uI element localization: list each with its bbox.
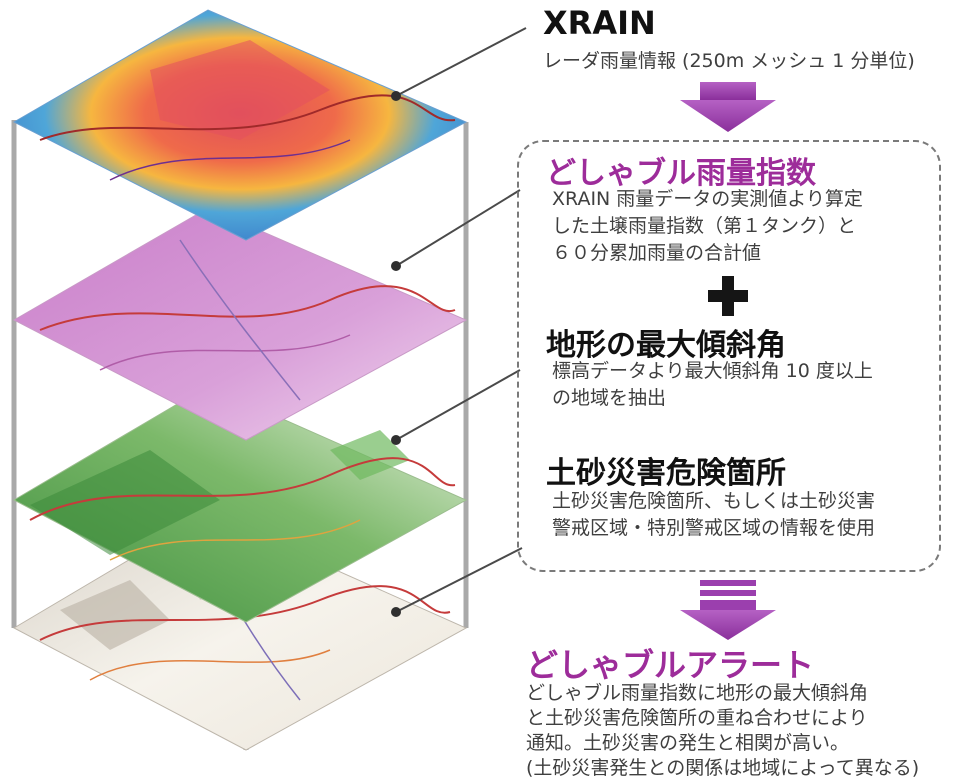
alert-line-4: (土砂災害発生との関係は地域によって異なる) — [526, 757, 920, 779]
rain-index-layer — [12, 207, 468, 441]
alert-line-3: 通知。土砂災害の発生と相関が高い。 — [526, 732, 850, 754]
slope-line-2: の地域を抽出 — [552, 387, 667, 409]
xrain-title: XRAIN — [543, 4, 656, 42]
striped-down-arrow-icon — [680, 580, 776, 640]
slope-layer — [12, 385, 468, 623]
slope-line-1: 標高データより最大傾斜角 10 度以上 — [552, 360, 873, 382]
down-arrow-icon — [680, 82, 776, 132]
rain-radar-layer — [12, 9, 468, 241]
alert-title: どしゃブルアラート — [526, 646, 815, 684]
rain-index-line-1: XRAIN 雨量データの実測値より算定 — [552, 188, 863, 210]
leader-lines — [391, 27, 527, 617]
rain-index-title: どしゃブル雨量指数 — [546, 156, 816, 191]
rain-index-line-3: ６０分累加雨量の合計値 — [552, 242, 762, 264]
xrain-subtitle: レーダ雨量情報 (250m メッシュ 1 分単位) — [543, 50, 915, 72]
hazard-line-2: 警戒区域・特別警戒区域の情報を使用 — [552, 517, 876, 539]
input-layers-box — [517, 140, 941, 572]
plus-icon — [708, 276, 748, 316]
alert-line-2: と土砂災害危険箇所の重ね合わせにより — [526, 707, 868, 729]
hazard-title: 土砂災害危険箇所 — [546, 456, 786, 491]
slope-title: 地形の最大傾斜角 — [546, 328, 786, 363]
alert-line-1: どしゃブル雨量指数に地形の最大傾斜角 — [526, 682, 869, 704]
hazard-line-1: 土砂災害危険箇所、もしくは土砂災害 — [552, 490, 876, 512]
rain-index-line-2: した土壌雨量指数（第１タンク）と — [552, 215, 857, 237]
